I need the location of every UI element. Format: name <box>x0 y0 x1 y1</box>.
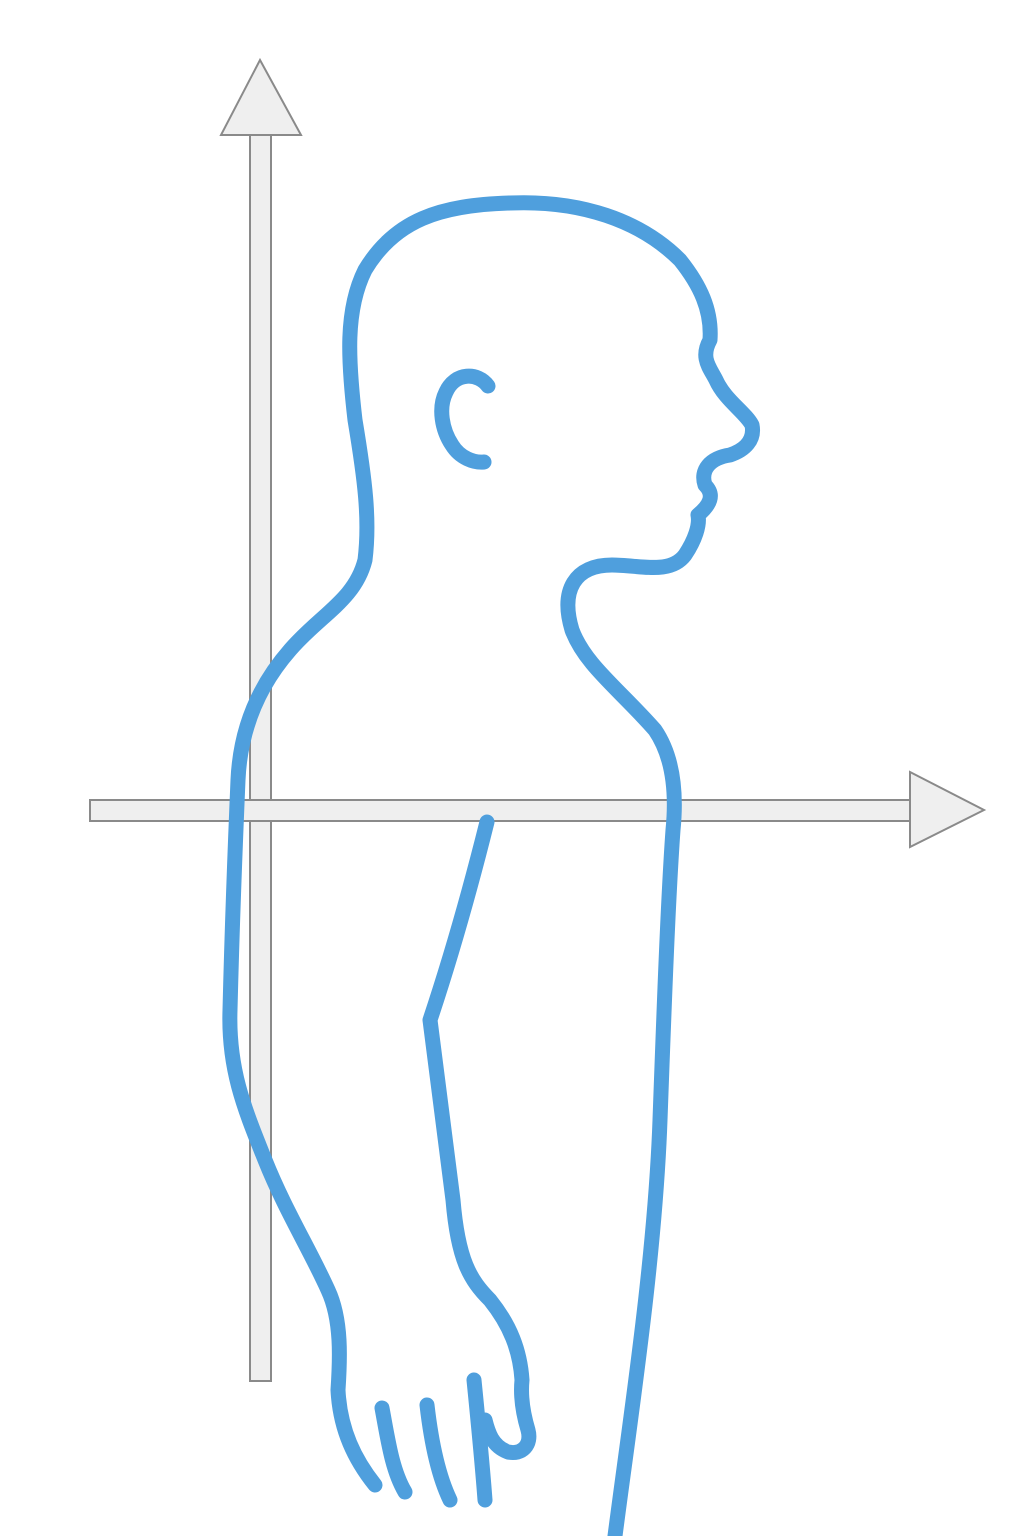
finger-2-path <box>419 1397 458 1508</box>
vertical-axis-shaft <box>249 132 272 1382</box>
ear-path <box>434 368 496 470</box>
body-outline-path <box>222 195 760 1536</box>
human-profile-outline <box>222 195 760 1536</box>
finger-3-path <box>466 1372 493 1508</box>
horizontal-axis-arrow <box>89 770 987 849</box>
vertical-axis-arrowhead <box>219 57 303 136</box>
vertical-axis-arrow <box>219 57 303 1382</box>
horizontal-axis-arrowhead <box>909 770 987 849</box>
finger-1-path <box>374 1400 413 1500</box>
horizontal-axis-shaft <box>89 799 913 822</box>
arm-front-outline-path <box>422 814 537 1460</box>
